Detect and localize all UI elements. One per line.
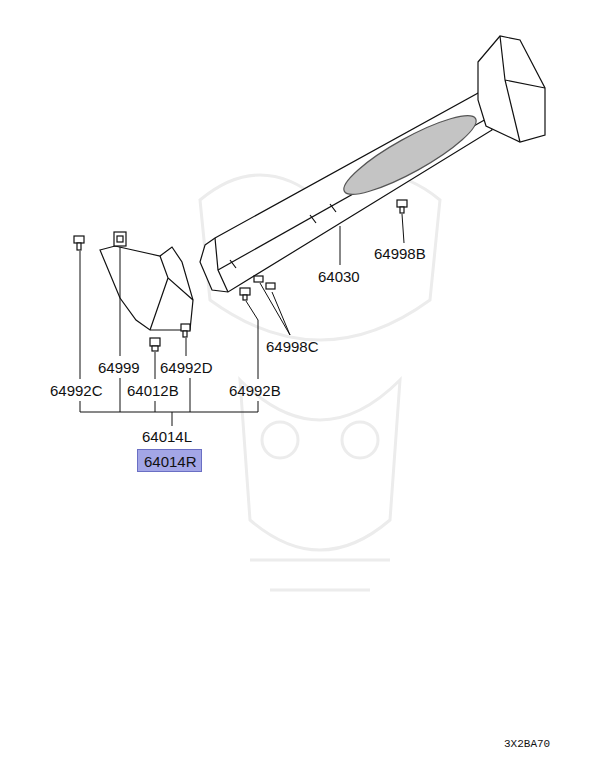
leader-lines [80,214,404,426]
mud-guard [100,246,193,330]
fasteners [74,200,407,351]
callout-number: 64992C [50,382,103,399]
rear-mudguard [478,36,545,142]
callout-number: 64992B [229,382,281,399]
callout-number: 64012B [127,382,179,399]
callout-number: 64030 [318,268,360,285]
callout-number: 64999 [98,359,140,376]
highlighted-part-number: 64014R [137,449,202,472]
diagram-code: 3X2BA70 [504,738,550,751]
part-number: 64014R [144,453,195,470]
callout-number: 64998B [374,245,426,262]
callout-number: 64014L [142,428,192,445]
side-sill-cover [200,92,492,292]
callout-number: 64992D [160,359,213,376]
callout-number: 64998C [266,338,319,355]
